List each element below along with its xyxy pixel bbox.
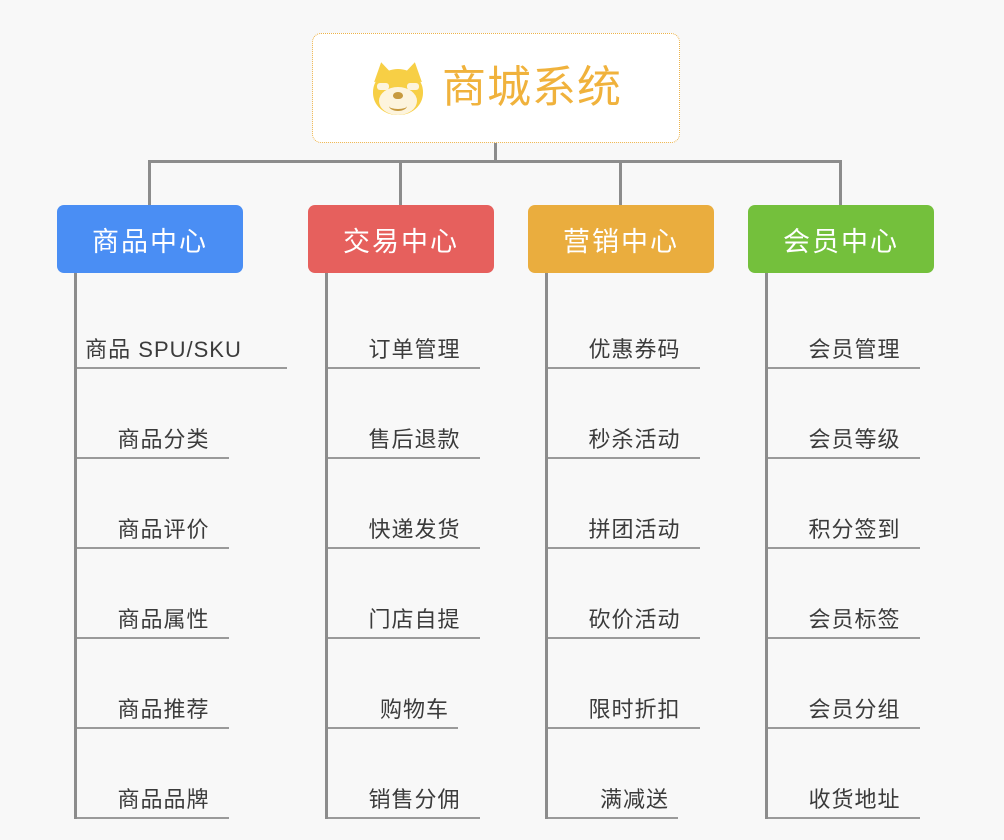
leaf-divider bbox=[328, 367, 480, 369]
connector-drop-2 bbox=[399, 160, 402, 206]
leaf-divider bbox=[328, 817, 480, 819]
leaf-list-marketing: 优惠券码 秒杀活动 拼团活动 砍价活动 限时折扣 满减送 bbox=[545, 273, 717, 819]
leaf-item-label: 会员管理 bbox=[808, 336, 901, 362]
leaf-divider bbox=[768, 457, 920, 459]
leaf-item-label: 快递发货 bbox=[368, 516, 461, 542]
leaf-item-label: 购物车 bbox=[379, 696, 449, 722]
category-card-transaction[interactable]: 交易中心 bbox=[308, 205, 494, 273]
leaf-item[interactable]: 砍价活动 bbox=[548, 549, 717, 639]
leaf-item-label: 会员标签 bbox=[808, 606, 901, 632]
category-column-transaction: 交易中心 订单管理 售后退款 快递发货 门店自提 购物车 bbox=[308, 205, 497, 819]
category-column-member: 会员中心 会员管理 会员等级 积分签到 会员标签 会员分组 bbox=[748, 205, 937, 819]
leaf-item-label: 商品 SPU/SKU bbox=[85, 336, 242, 362]
leaf-item[interactable]: 拼团活动 bbox=[548, 459, 717, 549]
leaf-item-label: 拼团活动 bbox=[588, 516, 681, 542]
leaf-divider bbox=[548, 547, 700, 549]
leaf-item-label: 会员分组 bbox=[808, 696, 901, 722]
leaf-list-member: 会员管理 会员等级 积分签到 会员标签 会员分组 收货地址 bbox=[765, 273, 937, 819]
root-node-shopping-mall-system[interactable]: 商城系统 bbox=[312, 33, 680, 143]
leaf-divider bbox=[548, 727, 700, 729]
leaf-divider bbox=[548, 817, 678, 819]
leaf-item-label: 订单管理 bbox=[368, 336, 461, 362]
leaf-item-label: 秒杀活动 bbox=[588, 426, 681, 452]
connector-root-stem bbox=[494, 143, 497, 163]
leaf-divider bbox=[768, 547, 920, 549]
leaf-item[interactable]: 快递发货 bbox=[328, 459, 497, 549]
leaf-item[interactable]: 商品评价 bbox=[77, 459, 246, 549]
leaf-divider bbox=[77, 817, 229, 819]
connector-drop-4 bbox=[839, 160, 842, 206]
leaf-item[interactable]: 门店自提 bbox=[328, 549, 497, 639]
leaf-divider bbox=[77, 727, 229, 729]
leaf-item[interactable]: 收货地址 bbox=[768, 729, 937, 819]
category-card-label: 会员中心 bbox=[783, 226, 899, 257]
connector-horizontal-bus bbox=[148, 160, 842, 163]
leaf-item-label: 商品分类 bbox=[117, 426, 210, 452]
leaf-item-label: 积分签到 bbox=[808, 516, 901, 542]
category-card-label: 商品中心 bbox=[92, 226, 208, 257]
leaf-divider bbox=[328, 637, 480, 639]
category-card-product[interactable]: 商品中心 bbox=[57, 205, 243, 273]
leaf-item[interactable]: 售后退款 bbox=[328, 369, 497, 459]
leaf-item[interactable]: 积分签到 bbox=[768, 459, 937, 549]
leaf-item-label: 砍价活动 bbox=[588, 606, 681, 632]
leaf-item[interactable]: 会员等级 bbox=[768, 369, 937, 459]
leaf-item-label: 销售分佣 bbox=[368, 786, 461, 812]
leaf-item-label: 门店自提 bbox=[368, 606, 461, 632]
leaf-item[interactable]: 商品推荐 bbox=[77, 639, 246, 729]
leaf-item-label: 商品属性 bbox=[117, 606, 210, 632]
leaf-item[interactable]: 限时折扣 bbox=[548, 639, 717, 729]
leaf-item-label: 商品推荐 bbox=[117, 696, 210, 722]
leaf-item[interactable]: 商品 SPU/SKU bbox=[77, 273, 287, 369]
leaf-item-label: 售后退款 bbox=[368, 426, 461, 452]
root-node-title: 商城系统 bbox=[442, 63, 622, 112]
leaf-divider bbox=[548, 637, 700, 639]
leaf-divider bbox=[548, 457, 700, 459]
leaf-divider bbox=[768, 637, 920, 639]
leaf-divider bbox=[328, 727, 458, 729]
category-column-product: 商品中心 商品 SPU/SKU 商品分类 商品评价 商品属性 商品推荐 bbox=[57, 205, 287, 819]
leaf-divider bbox=[77, 457, 229, 459]
leaf-item[interactable]: 会员分组 bbox=[768, 639, 937, 729]
category-card-member[interactable]: 会员中心 bbox=[748, 205, 934, 273]
leaf-item[interactable]: 秒杀活动 bbox=[548, 369, 717, 459]
leaf-item[interactable]: 商品品牌 bbox=[77, 729, 246, 819]
leaf-item[interactable]: 商品属性 bbox=[77, 549, 246, 639]
leaf-divider bbox=[77, 547, 229, 549]
leaf-list-transaction: 订单管理 售后退款 快递发货 门店自提 购物车 销售分佣 bbox=[325, 273, 497, 819]
leaf-item[interactable]: 销售分佣 bbox=[328, 729, 497, 819]
leaf-item[interactable]: 订单管理 bbox=[328, 273, 497, 369]
leaf-item-label: 优惠券码 bbox=[588, 336, 681, 362]
leaf-item[interactable]: 商品分类 bbox=[77, 369, 246, 459]
leaf-item-label: 商品评价 bbox=[117, 516, 210, 542]
leaf-item-label: 限时折扣 bbox=[588, 696, 681, 722]
leaf-item[interactable]: 购物车 bbox=[328, 639, 497, 729]
leaf-item-label: 会员等级 bbox=[808, 426, 901, 452]
leaf-divider bbox=[328, 457, 480, 459]
category-column-marketing: 营销中心 优惠券码 秒杀活动 拼团活动 砍价活动 限时折扣 bbox=[528, 205, 717, 819]
leaf-item[interactable]: 会员标签 bbox=[768, 549, 937, 639]
leaf-list-product: 商品 SPU/SKU 商品分类 商品评价 商品属性 商品推荐 商品品牌 bbox=[74, 273, 287, 819]
connector-drop-1 bbox=[148, 160, 151, 206]
leaf-divider bbox=[768, 817, 920, 819]
dog-face-icon bbox=[370, 59, 426, 117]
leaf-item-label: 满减送 bbox=[599, 786, 669, 812]
leaf-item-label: 商品品牌 bbox=[117, 786, 210, 812]
leaf-item-label: 收货地址 bbox=[808, 786, 901, 812]
category-card-label: 交易中心 bbox=[343, 226, 459, 257]
leaf-divider bbox=[77, 367, 287, 369]
leaf-divider bbox=[768, 367, 920, 369]
leaf-divider bbox=[328, 547, 480, 549]
category-card-marketing[interactable]: 营销中心 bbox=[528, 205, 714, 273]
leaf-divider bbox=[77, 637, 229, 639]
leaf-item[interactable]: 满减送 bbox=[548, 729, 717, 819]
category-card-label: 营销中心 bbox=[563, 226, 679, 257]
leaf-divider bbox=[548, 367, 700, 369]
leaf-item[interactable]: 优惠券码 bbox=[548, 273, 717, 369]
connector-drop-3 bbox=[619, 160, 622, 206]
leaf-divider bbox=[768, 727, 920, 729]
leaf-item[interactable]: 会员管理 bbox=[768, 273, 937, 369]
